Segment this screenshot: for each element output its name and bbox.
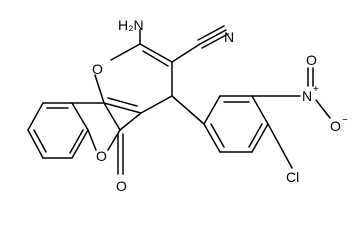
nitro-n-label: N	[302, 88, 312, 104]
nitro-bonds	[251, 67, 331, 119]
nitro-oxygen-top-label: O	[306, 52, 317, 68]
nitrile-bond	[171, 25, 229, 63]
aryl-ring	[171, 95, 269, 153]
chloro-label: Cl	[286, 169, 299, 185]
nitro-oxygen-charge: −	[342, 115, 348, 126]
ring-oxygen-label: O	[92, 61, 103, 77]
chemical-structure-diagram: H₂N N O O O N + O O − Cl	[27, 17, 348, 194]
lactone-ring	[71, 102, 124, 175]
amino-label: H₂N	[118, 17, 144, 33]
nitrile-n-label: N	[224, 29, 234, 45]
lactone-oxygen-label: O	[96, 148, 107, 164]
pyran-ring	[94, 43, 173, 131]
nitro-oxygen-right-label: O	[330, 118, 341, 134]
structure-canvas: H₂N N O O O N + O O − Cl	[27, 17, 348, 194]
benzo-ring	[27, 102, 89, 159]
nitro-n-charge: +	[313, 84, 319, 95]
chloro-bond	[267, 123, 293, 169]
carbonyl-oxygen-label: O	[116, 178, 127, 194]
